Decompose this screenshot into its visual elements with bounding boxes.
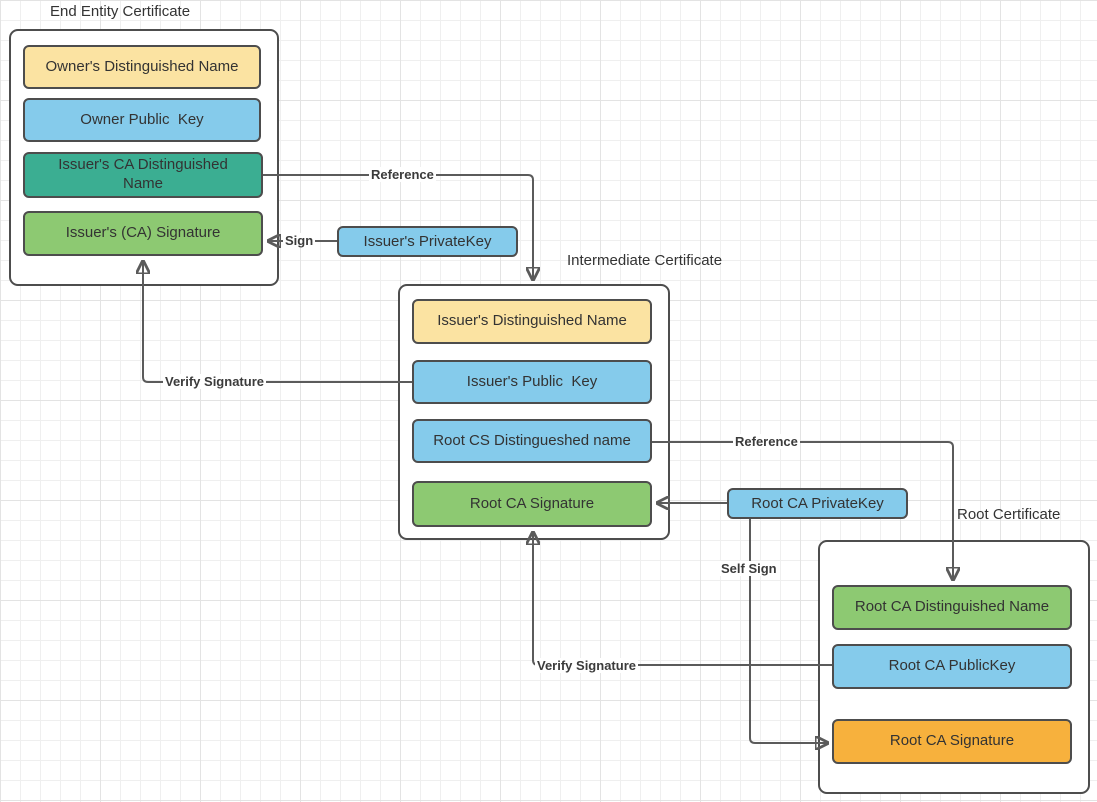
edge-label-verify-signature-1: Verify Signature — [163, 374, 266, 389]
field-issuers-ca-distinguished-name: Issuer's CA Distinguished Name — [23, 152, 263, 198]
root-ca-private-key-box: Root CA PrivateKey — [727, 488, 908, 519]
edge-verify-root-to-intermediate — [533, 533, 832, 666]
field-issuers-ca-signature: Issuer's (CA) Signature — [23, 211, 263, 256]
field-issuers-public-key: Issuer's Public Key — [412, 360, 652, 404]
field-root-ca-publickey: Root CA PublicKey — [832, 644, 1072, 689]
root-certificate-title: Root Certificate — [957, 506, 1061, 523]
field-issuers-distinguished-name: Issuer's Distinguished Name — [412, 299, 652, 344]
field-root-ca-signature-intermediate: Root CA Signature — [412, 481, 652, 527]
edge-label-self-sign: Self Sign — [719, 561, 779, 576]
edge-label-reference-1: Reference — [369, 167, 436, 182]
issuers-private-key-box: Issuer's PrivateKey — [337, 226, 518, 257]
field-owners-distinguished-name: Owner's Distinguished Name — [23, 45, 261, 89]
field-owner-public-key: Owner Public Key — [23, 98, 261, 142]
field-root-cs-distingueshed-name: Root CS Distingueshed name — [412, 419, 652, 463]
edge-label-reference-2: Reference — [733, 434, 800, 449]
end-entity-certificate-title: End Entity Certificate — [50, 3, 191, 20]
field-root-ca-signature-root: Root CA Signature — [832, 719, 1072, 764]
edge-label-verify-signature-2: Verify Signature — [535, 658, 638, 673]
edge-self-sign — [749, 519, 827, 743]
intermediate-certificate-title: Intermediate Certificate — [567, 252, 723, 269]
field-root-ca-distinguished-name: Root CA Distinguished Name — [832, 585, 1072, 630]
edge-label-sign: Sign — [283, 233, 316, 248]
